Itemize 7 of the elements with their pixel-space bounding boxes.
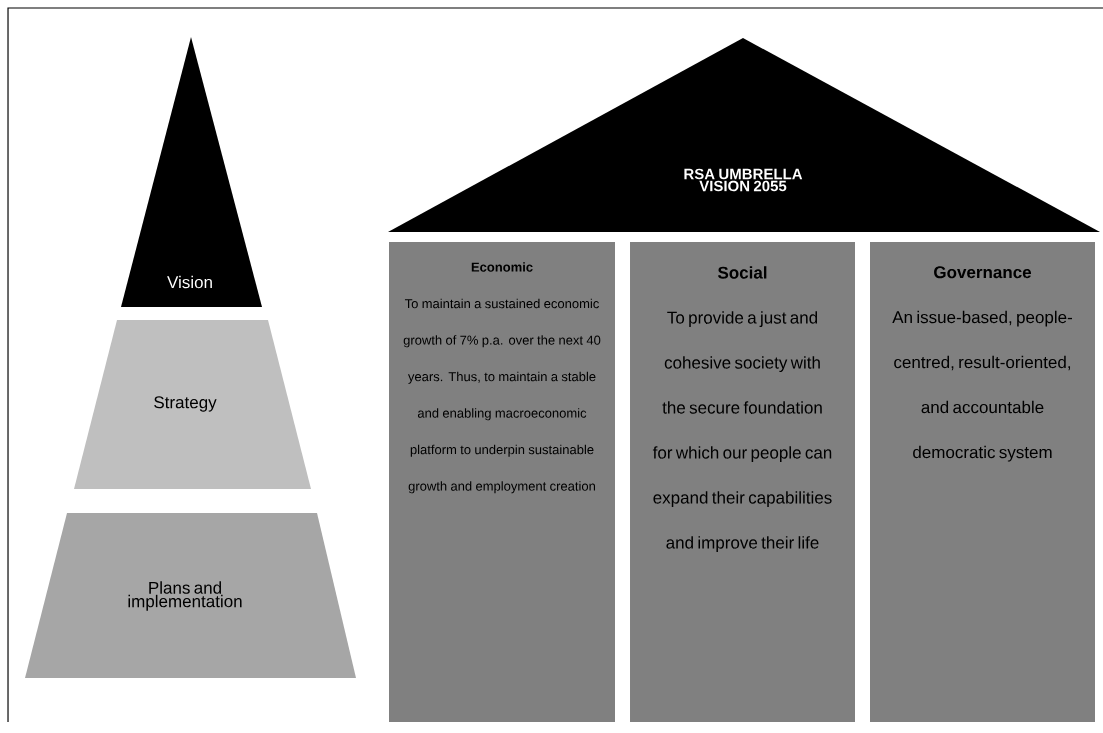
pillar-box: Social To provide a just and cohesive society with the secure foundation for which our people can expand their capabilities and improve their life xyxy=(630,242,855,722)
pillar-box: Governance An issue-based, people-centred, result-oriented, and accountable democratic system xyxy=(870,242,1095,722)
roof-triangle: RSA UMBRELLA VISION 2055 xyxy=(388,38,1100,232)
pyramid-tier: Plans and implementation xyxy=(25,513,356,678)
pillar-box: Economic To maintain a sustained economic growth of 7% p.a. over the next 40 years. Thus, to maintain a stable and enabling macroeconomic platform to underpin sustainable growth and employment creation xyxy=(389,242,615,722)
pyramid-tier: Strategy xyxy=(74,320,311,489)
pyramid-tier: Vision xyxy=(121,37,262,307)
